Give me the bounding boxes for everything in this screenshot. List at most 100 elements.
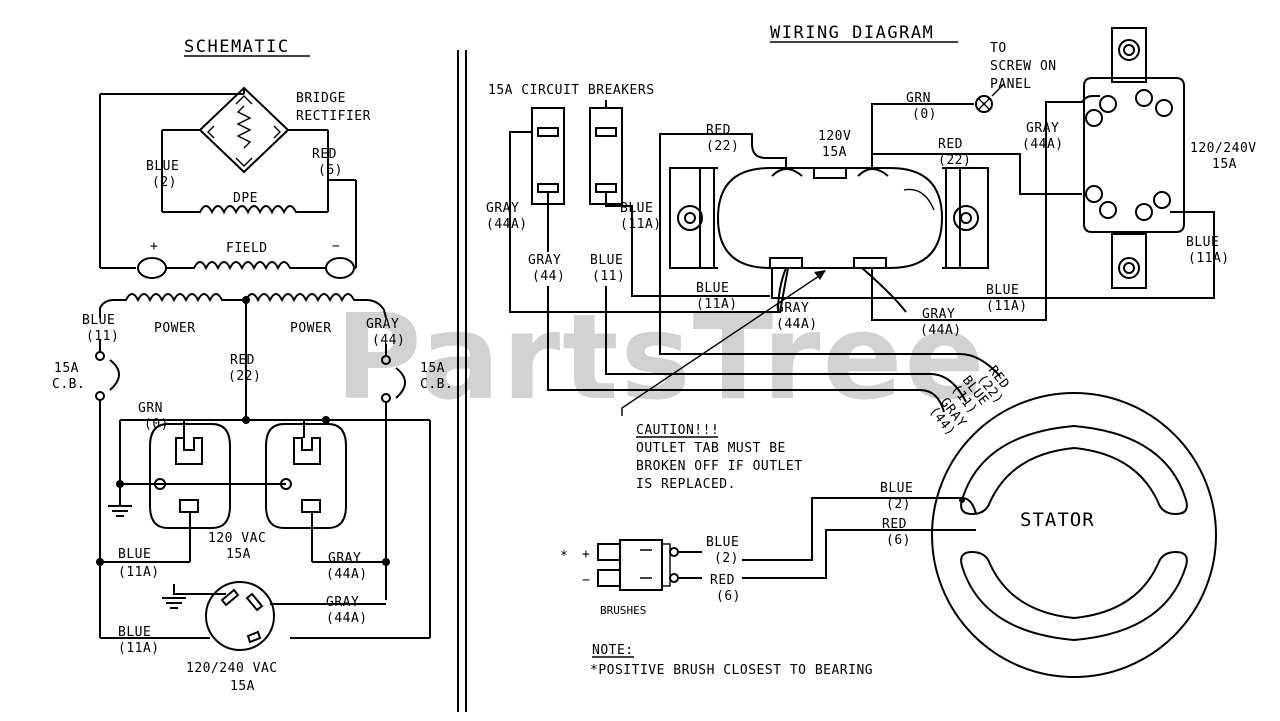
circuit-breaker-1 [531,107,565,205]
red-22-a-label: RED [706,123,731,138]
outlet-120v-left [96,420,231,566]
gray-44a-top-number: (44A) [1022,137,1064,152]
caution-arrow [621,273,823,416]
gray-44a-top-label: GRAY [1026,121,1059,136]
blue-2-stator-number: (2) [886,497,911,512]
field-minus: − [332,239,340,254]
red-22-label: RED [230,353,255,368]
brush-star: * [560,549,568,564]
grn-0-w-label: GRN [906,91,931,106]
caution-title: CAUTION!!! [636,423,719,438]
red-22-b-number: (22) [938,153,971,168]
rectifier-label: RECTIFIER [296,109,371,124]
to-label: TO [990,41,1007,56]
field-label: FIELD [226,241,268,256]
red-6-stator-label: RED [882,517,907,532]
blue-11-wire [605,100,967,403]
blue-11a-left-label: BLUE [620,201,653,216]
dpe-label: DPE [233,191,258,206]
gray-44a-number-1: (44A) [326,567,368,582]
circuit-breaker-2 [589,107,623,205]
bridge-label: BRIDGE [296,91,346,106]
wiring-section: WIRING DIAGRAM 15A CIRCUIT BREAKERS [486,23,1257,678]
blue-11a-number-2: (11A) [118,641,160,656]
red-22-a-number: (22) [706,139,739,154]
gray-44a-right-label: GRAY [922,307,955,322]
gray-44a-mid-label: GRAY [776,301,809,316]
outlet-120-rating: 15A [226,547,251,562]
panel-label: PANEL [990,77,1032,92]
outlet-120v-right [265,420,390,566]
blue-11a-far-number: (11A) [1188,251,1230,266]
red-6-label: RED [312,147,337,162]
stator [931,392,1217,678]
red-22-number: (22) [228,369,261,384]
blue-11a-mid-number: (11A) [696,297,738,312]
blue-11-number: (11) [86,329,119,344]
bridge-rectifier [99,86,328,268]
breakers-label: 15A CIRCUIT BREAKERS [488,83,655,98]
note-text: *POSITIVE BRUSH CLOSEST TO BEARING [590,663,873,678]
gray-44a-mid-wire [777,267,787,313]
gray-44-label: GRAY [366,317,399,332]
cb-left-label: C.B. [52,377,85,392]
gray-44a-right-number: (44A) [920,323,962,338]
outlet-240v-label: 120/240V [1190,141,1257,156]
gray-44a-label-2: GRAY [326,595,359,610]
red-22-wires [659,133,1082,377]
outlet-240-label: 120/240 VAC [186,661,278,676]
screw-on-label: SCREW ON [990,59,1057,74]
blue-11a-left-wire [605,192,770,297]
gray-44a-left-wire [509,131,789,313]
blue-11a-right-number: (11A) [986,299,1028,314]
field-coil [100,257,356,279]
red-6-brush-label: RED [710,573,735,588]
cb-right-rating: 15A [420,361,445,376]
outlet-120v-body [669,167,989,269]
note-title: NOTE: [592,643,634,658]
blue-2-stator-label: BLUE [880,481,913,496]
gray-44-number: (44) [372,333,405,348]
power-left-label: POWER [154,321,196,336]
blue-11a-label-2: BLUE [118,625,151,640]
caution-line-3: IS REPLACED. [636,477,736,492]
cb-left-rating: 15A [54,361,79,376]
cb-right-label: C.B. [420,377,453,392]
red-6-number: (6) [318,163,343,178]
power-windings [99,293,387,344]
wiring-title: WIRING DIAGRAM [770,23,934,43]
gray-44a-right-wire [861,267,907,313]
blue-11a-left-number: (11A) [620,217,662,232]
field-plus: + [150,239,158,254]
gray-44a-top-wire [871,95,1100,321]
blue-2-number: (2) [152,175,177,190]
blue-11a-far-label: BLUE [1186,235,1219,250]
brush-assembly [597,539,679,591]
red-22-b-label: RED [938,137,963,152]
outlet-240-rating: 15A [230,679,255,694]
schematic-section: SCHEMATIC BRIDGE RECTIFIER BLUE (2) RED … [52,37,453,694]
grn-0-w-number: (0) [912,107,937,122]
gray-44-label: GRAY [528,253,561,268]
stator-label: STATOR [1020,509,1095,531]
left-circuit-breaker [95,340,120,401]
gray-44a-left-number: (44A) [486,217,528,232]
blue-11-label: BLUE [590,253,623,268]
outlet-120v-rating: 15A [822,145,847,160]
blue-2-label: BLUE [146,159,179,174]
blue-11a-label-1: BLUE [118,547,151,562]
schematic-bus-wires [99,344,431,639]
outlet-120-240v-w [1083,27,1185,289]
brush-plus: + [582,547,590,562]
outlet-120-label: 120 VAC [208,531,266,546]
grn-wire [871,103,974,168]
red-6-brush-number: (6) [716,589,741,604]
blue-11-number: (11) [592,269,625,284]
outlet-120v-label: 120V [818,129,851,144]
grn-0-label: GRN [138,401,163,416]
blue-11a-mid-label: BLUE [696,281,729,296]
brushes-label: BRUSHES [600,604,646,617]
blue-11-label: BLUE [82,313,115,328]
